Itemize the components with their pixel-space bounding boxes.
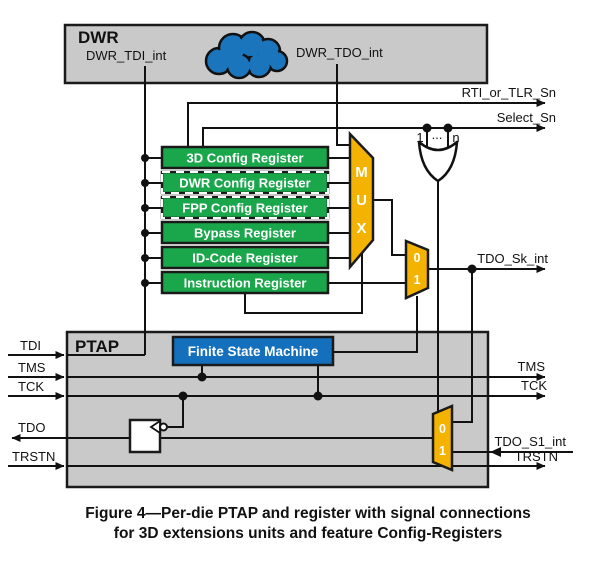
fsm-label: Finite State Machine [188, 344, 319, 359]
wire-tdo-sk-branch [450, 269, 473, 423]
tdo-mux-lower: 0 1 [431, 404, 454, 472]
junction-dots [141, 123, 477, 401]
dr-mux: M U X [348, 130, 375, 271]
mux-letter-u: U [356, 192, 367, 209]
register-id-code [160, 245, 330, 270]
tdo-mux-upper-1: 1 [414, 273, 421, 287]
dwr-title: DWR [78, 28, 119, 47]
tdi-label: TDI [20, 338, 41, 353]
register-bypass [160, 220, 330, 245]
register-3d-config-label: 3D Config Register [186, 151, 303, 166]
wire-select-sn [202, 124, 546, 148]
tdo-mux-upper-0: 0 [414, 251, 421, 265]
rti-or-tlr-sn-label: RTI_or_TLR_Sn [462, 85, 556, 100]
tdo-mux-lower-shape [431, 404, 454, 472]
caption-line-2: for 3D extensions units and feature Conf… [114, 525, 502, 542]
tms-label: TMS [18, 360, 46, 375]
register-3d-config [160, 145, 330, 170]
trstn-label: TRSTN [12, 449, 55, 464]
wire-fsm-to-mux-select [330, 296, 418, 353]
tdo-label: TDO [18, 420, 45, 435]
trstn-right-label: TRSTN [515, 449, 558, 464]
fsm: Finite State Machine [171, 335, 335, 367]
fsm-box [171, 335, 335, 367]
dr-mux-shape [348, 130, 375, 271]
mux-letter-m: M [355, 164, 368, 181]
register-dwr-config-label: DWR Config Register [179, 176, 310, 191]
dwr-tdo-int-label: DWR_TDO_int [296, 45, 383, 60]
or-gate-ellipsis-label: ... [432, 127, 443, 142]
ptap-title: PTAP [75, 337, 119, 356]
tdo-mux-lower-1: 1 [439, 444, 446, 458]
dwr-cloud-icon [204, 30, 289, 80]
or-gate-shape [417, 140, 459, 183]
tdo-flipflop [128, 418, 168, 454]
register-id-code-label: ID-Code Register [192, 251, 297, 266]
clock-invert-bubble-icon [159, 422, 168, 432]
register-instruction [160, 270, 330, 295]
select-sn-label: Select_Sn [497, 110, 556, 125]
wire-mux-out [371, 199, 408, 256]
register-fpp-config-dashed-border [161, 196, 329, 219]
or-gate-input-1-label: 1 [416, 130, 423, 145]
or-gate-input-n-label: n [452, 130, 459, 145]
tdo-mux-upper: 0 1 [404, 239, 430, 300]
register-stack: 3D Config Register DWR Config Register F… [160, 145, 330, 295]
register-fpp-config-label: FPP Config Register [182, 201, 307, 216]
wire-instr-to-mux-select [244, 252, 363, 314]
caption-line-1: Figure 4—Per-die PTAP and register with … [85, 505, 531, 522]
mux-letter-x: X [356, 220, 366, 237]
wire-dwr-tdo-to-mux [336, 64, 352, 146]
tdo-mux-lower-0: 0 [439, 422, 446, 436]
tdo-sk-int-label: TDO_Sk_int [477, 251, 548, 266]
wire-tck-to-ff-clock [168, 396, 184, 428]
dwr-tdi-int-label: DWR_TDI_int [86, 48, 167, 63]
tdo-s1-int-label: TDO_S1_int [494, 434, 566, 449]
tck-label: TCK [18, 379, 44, 394]
wire-rti-or-tlr [187, 99, 546, 148]
register-instruction-label: Instruction Register [184, 276, 307, 291]
tms-right-label: TMS [518, 359, 546, 374]
tck-right-label: TCK [521, 378, 547, 393]
select-or-gate: 1 ... n [416, 127, 460, 183]
tdo-s1-arrowhead-icon [490, 447, 501, 457]
register-bypass-label: Bypass Register [194, 226, 296, 241]
register-dwr-config-dashed-border [161, 171, 329, 194]
tdo-mux-upper-shape [404, 239, 430, 300]
